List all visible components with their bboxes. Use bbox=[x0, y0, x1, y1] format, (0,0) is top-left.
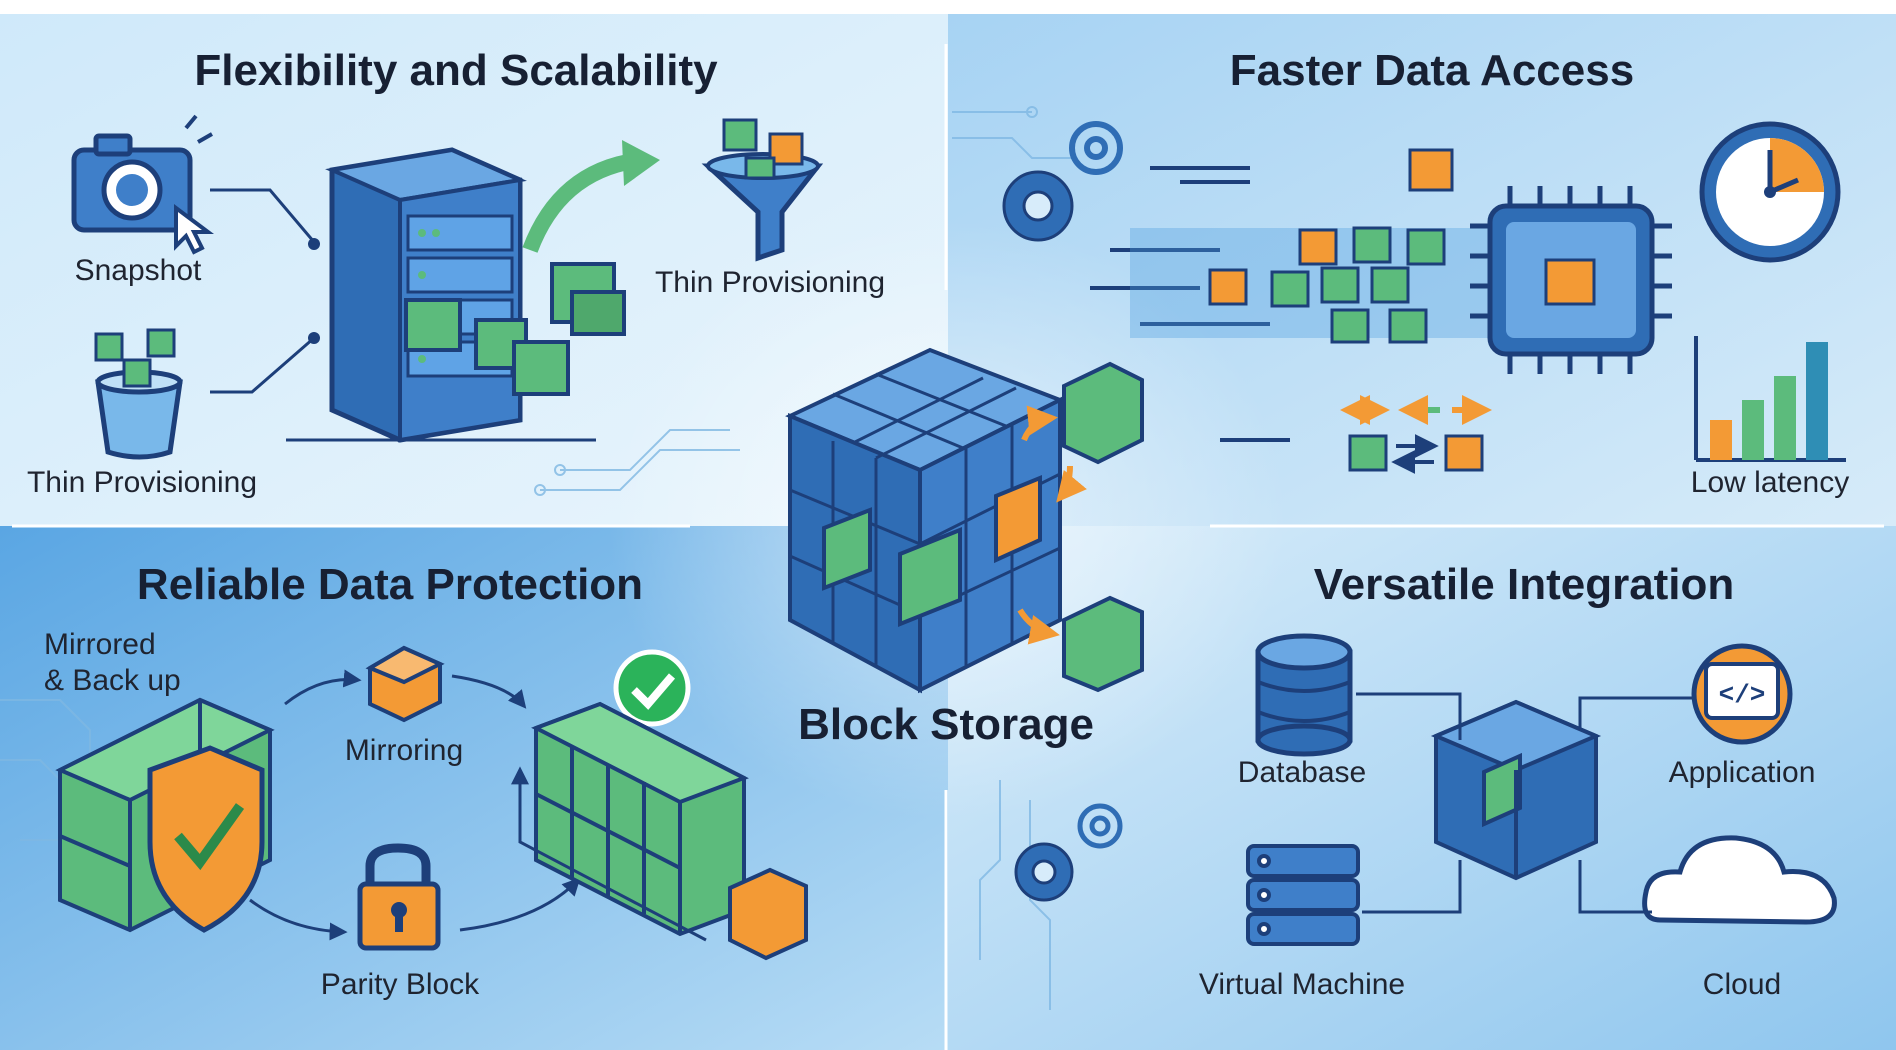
data-blocks bbox=[1208, 148, 1454, 344]
label-application: Application bbox=[1668, 756, 1816, 789]
title-flexibility-scalability: Flexibility and Scalability bbox=[194, 46, 718, 95]
label-virtual-machine: Virtual Machine bbox=[1198, 968, 1406, 1001]
speed-lines bbox=[1090, 166, 1290, 442]
label-low-latency: Low latency bbox=[1690, 466, 1850, 499]
label-snapshot: Snapshot bbox=[74, 254, 202, 287]
camera-icon bbox=[71, 114, 213, 233]
exchange-icons bbox=[1340, 395, 1492, 474]
gear-icon bbox=[1002, 170, 1074, 242]
label-database: Database bbox=[1237, 756, 1367, 789]
gear-code-icon: </> bbox=[1691, 643, 1793, 745]
cloud-icon bbox=[1642, 835, 1837, 925]
gear-icon bbox=[1014, 842, 1074, 902]
bar-chart-icon bbox=[1694, 336, 1846, 462]
label-mirroring: Mirroring bbox=[344, 734, 464, 767]
block-storage-cube bbox=[785, 347, 1144, 694]
cursor-icon bbox=[174, 204, 214, 255]
lock-icon bbox=[357, 843, 441, 951]
gear-icon bbox=[1069, 121, 1123, 175]
label-thin-provisioning-left: Thin Provisioning bbox=[26, 466, 258, 499]
svg-text:</>: </> bbox=[1719, 680, 1766, 710]
label-mirrored-line-1: Mirrored bbox=[44, 628, 156, 661]
label-mirrored-line-2: & Back up bbox=[44, 664, 181, 697]
bucket-icon bbox=[94, 328, 183, 460]
funnel-icon bbox=[701, 118, 824, 262]
database-icon bbox=[1255, 633, 1353, 757]
server-rack-icon bbox=[1246, 844, 1360, 946]
title-faster-data-access: Faster Data Access bbox=[1229, 46, 1635, 95]
sliding-blocks bbox=[404, 262, 626, 396]
integration-cube bbox=[1430, 699, 1602, 881]
checkmark-icon bbox=[613, 649, 691, 727]
title-reliable-data-protection: Reliable Data Protection bbox=[136, 560, 644, 609]
clock-icon bbox=[1699, 121, 1841, 263]
title-block-storage: Block Storage bbox=[798, 700, 1094, 749]
cpu-chip-icon bbox=[1470, 186, 1672, 374]
label-parity-block: Parity Block bbox=[320, 968, 480, 1001]
label-cloud: Cloud bbox=[1702, 968, 1782, 1001]
gear-icon bbox=[1077, 803, 1123, 849]
title-versatile-integration: Versatile Integration bbox=[1313, 560, 1735, 609]
mirroring-cube bbox=[365, 645, 445, 723]
shield-check-icon bbox=[147, 745, 265, 933]
label-thin-provisioning-right: Thin Provisioning bbox=[654, 266, 886, 299]
